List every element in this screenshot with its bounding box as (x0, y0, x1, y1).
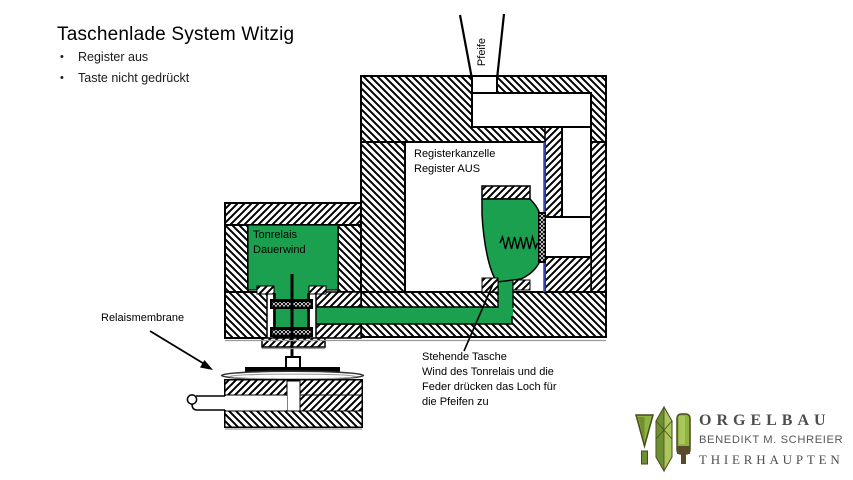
label-stehende-tasche: Stehende Tasche Wind des Tonrelais und d… (422, 350, 557, 410)
label-registerkanzelle: Registerkanzelle Register AUS (414, 147, 495, 177)
membrane-arrow-line (149, 330, 207, 366)
tasche-note-line4: die Pfeifen zu (422, 396, 489, 408)
label-pfeife: Pfeife (476, 37, 488, 67)
upper-windchest (360, 75, 607, 338)
membrane-arrow-head (200, 360, 213, 370)
bullet-list: • Register aus • Taste nicht gedrückt (60, 50, 189, 92)
pouch (481, 198, 542, 283)
label-registerkanzelle-line1: Registerkanzelle (414, 148, 496, 160)
tasche-note-line3: Feder drücken das Loch für (422, 381, 557, 393)
logo-text: ORGELBAU BENEDIKT M. SCHREIER THIERHAUPT… (699, 398, 844, 469)
tasche-pointer-line (463, 283, 494, 352)
logo-line2: BENEDIKT M. SCHREIER (699, 434, 844, 446)
wind-passage (544, 216, 592, 258)
wind-duct (311, 280, 514, 325)
valve-rod (290, 274, 294, 358)
label-tonrelais-line1: Tonrelais (253, 229, 298, 241)
joint-lines (225, 339, 606, 430)
logo-line3: THIERHAUPTEN (699, 452, 844, 467)
bullet-item: • Taste nicht gedrückt (60, 71, 189, 86)
orgelbau-logo: ORGELBAU BENEDIKT M. SCHREIER THIERHAUPT… (634, 398, 844, 474)
label-relaismembrane: Relaismembrane (101, 312, 185, 324)
wind-channel-horizontal (471, 92, 592, 128)
page-title: Taschenlade System Witzig (57, 24, 295, 45)
bullet-text: Register aus (78, 50, 149, 64)
wind-channel-vertical (561, 126, 592, 218)
label-tonrelais: Tonrelais Dauerwind (253, 228, 306, 258)
logo-line1: ORGELBAU (699, 412, 831, 429)
spring (499, 234, 539, 251)
pouch-support (481, 185, 531, 200)
organ-pipes-logo-icon (635, 405, 691, 473)
tasche-note-line2: Wind des Tonrelais und die (422, 366, 554, 378)
tasche-note-line1: Stehende Tasche (422, 351, 507, 363)
membrane-slot (286, 380, 301, 412)
membrane-assembly (186, 367, 365, 428)
bullet-text: Taste nicht gedrückt (78, 71, 190, 85)
bullet-item: • Register aus (60, 50, 189, 65)
bullet-dot: • (60, 51, 64, 63)
membrane-plate (245, 367, 340, 372)
label-registerkanzelle-line2: Register AUS (414, 163, 481, 175)
wind-tube-end (186, 394, 198, 405)
label-tonrelais-line2: Dauerwind (253, 244, 306, 256)
pouch-assembly (481, 185, 546, 293)
bullet-dot: • (60, 72, 64, 84)
green-stem (498, 280, 513, 316)
tonrelais-block (224, 202, 362, 339)
pipe-funnel (458, 13, 506, 80)
annotation-arrows (149, 283, 494, 370)
relay-valve (256, 274, 327, 370)
